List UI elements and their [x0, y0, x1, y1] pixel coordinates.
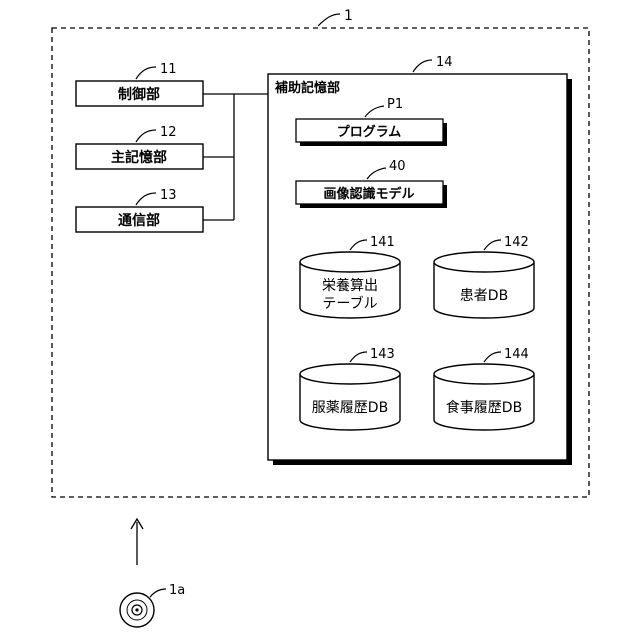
communication-leader [136, 193, 156, 205]
db-141-ref: 141 [370, 235, 395, 250]
db-cylinder-143: 服薬履歴DB [300, 364, 400, 430]
up-arrow [131, 519, 143, 565]
disc-icon [120, 593, 154, 627]
db-142-label: 患者DB [460, 288, 508, 304]
db-cylinder-144: 食事履歴DB [434, 364, 534, 430]
db-143-label: 服薬履歴DB [312, 400, 388, 416]
model-label: 画像認識モデル [323, 186, 414, 202]
bus-lines [203, 94, 268, 220]
db-144-label: 食事履歴DB [446, 399, 522, 416]
db-cylinder-141: 栄養算出 テーブル [300, 252, 400, 318]
control-unit-leader [136, 67, 156, 79]
main-storage-leader [136, 130, 156, 142]
control-unit-ref: 11 [160, 62, 177, 77]
db-142-ref: 142 [504, 235, 529, 250]
program-ref: P1 [387, 97, 403, 112]
db-143-ref: 143 [370, 347, 395, 362]
db-cylinder-142: 患者DB [434, 252, 534, 318]
device-ref-leader [318, 14, 340, 26]
communication-ref: 13 [160, 188, 177, 203]
aux-storage-ref: 14 [436, 55, 453, 70]
aux-storage-label: 補助記憶部 [274, 80, 340, 96]
disc-leader [150, 589, 166, 597]
db-141-label-line2: テーブル [322, 295, 377, 312]
program-label: プログラム [337, 124, 402, 140]
aux-storage-leader [413, 60, 432, 72]
model-ref: 40 [389, 159, 406, 174]
control-unit-label: 制御部 [118, 86, 160, 103]
main-storage-label: 主記憶部 [111, 149, 167, 166]
main-storage-ref: 12 [160, 125, 177, 140]
db-141-label-line1: 栄養算出 [322, 277, 378, 294]
db-144-ref: 144 [504, 347, 529, 362]
device-ref: 1 [344, 8, 353, 24]
communication-label: 通信部 [118, 212, 160, 229]
disc-ref: 1a [169, 583, 185, 598]
